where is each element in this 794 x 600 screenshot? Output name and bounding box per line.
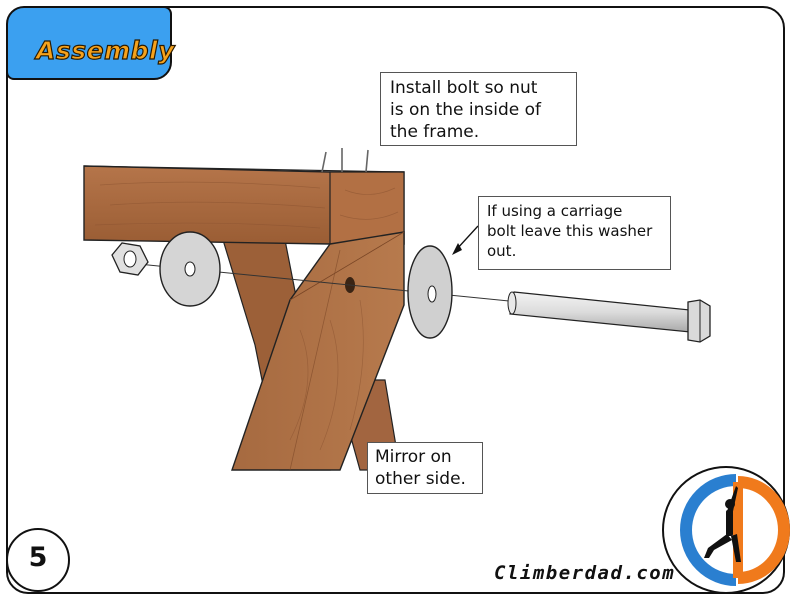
mirror-callout: Mirror on other side. [367, 442, 483, 494]
page-number: 5 [28, 542, 48, 573]
title-tab: Assembly [6, 6, 175, 80]
climberdad-logo [680, 474, 790, 586]
website-label: Climberdad.com [494, 562, 676, 584]
page-title: Assembly [35, 35, 175, 65]
carriage-bolt-callout: If using a carriage bolt leave this wash… [478, 196, 671, 270]
bolt-install-callout: Install bolt so nut is on the inside of … [380, 72, 577, 146]
page-number-badge: 5 [6, 528, 70, 592]
